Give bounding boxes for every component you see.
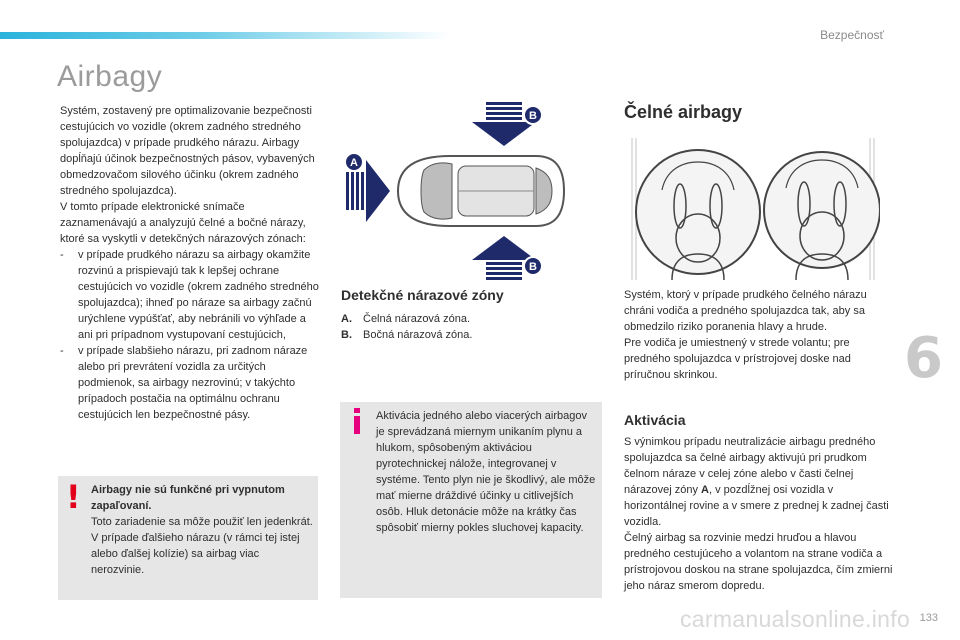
label-b-bottom: B	[529, 261, 537, 273]
impact-zones-diagram: B A B	[344, 102, 566, 280]
info-text: Aktivácia jedného alebo viacerých airbag…	[376, 410, 596, 534]
watermark: carmanualsonline.info	[680, 606, 911, 632]
label-b-top: B	[529, 110, 537, 122]
section-title: Bezpečnosť	[820, 28, 884, 42]
intro-text: Systém, zostavený pre optimalizovanie be…	[60, 103, 322, 423]
intro-bullets: - v prípade prudkého nárazu sa airbagy ok…	[60, 247, 322, 423]
label-a: A	[350, 157, 358, 169]
front-airbags-text: Systém, ktorý v prípade prudkého čelného…	[624, 287, 884, 383]
header-accent-bar	[0, 32, 450, 39]
activation-paragraph: S výnimkou prípadu neutralizácie airbagu…	[624, 434, 894, 530]
driver-airbag-icon	[635, 149, 761, 280]
zone-letter: A	[701, 484, 709, 496]
zone-text: Bočná nárazová zóna.	[363, 329, 473, 341]
zones-heading: Detekčné nárazové zóny	[341, 287, 504, 303]
intro-paragraph: Systém, zostavený pre optimalizovanie be…	[60, 105, 315, 197]
warning-box: ! Airbagy nie sú funkčné pri vypnutom za…	[58, 476, 318, 600]
top-arrow-b-icon	[472, 102, 536, 146]
page-title: Airbagy	[57, 60, 163, 93]
bullet-item: - v prípade slabšieho nárazu, pri zadnom …	[60, 343, 322, 423]
zone-key: B.	[341, 329, 352, 341]
badge-b-top	[523, 105, 543, 125]
badge-b-bottom	[523, 256, 543, 276]
info-box: Aktivácia jedného alebo viacerých airbag…	[340, 402, 602, 598]
info-icon	[354, 408, 360, 434]
zone-item: A. Čelná nárazová zóna.	[341, 311, 472, 327]
activation-text-before: S výnimkou prípadu neutralizácie airbagu…	[624, 436, 876, 496]
car-top-view	[396, 155, 566, 227]
zone-key: A.	[341, 313, 352, 325]
warning-text: Airbagy nie sú funkčné pri vypnutom zapa…	[91, 482, 313, 578]
activation-text-after: , v pozdĺžnej osi vozidla v horizontálne…	[624, 484, 889, 528]
front-paragraph: Pre vodiča je umiestnený v strede volant…	[624, 337, 851, 381]
front-arrow-a-icon	[346, 160, 390, 222]
activation-heading: Aktivácia	[624, 412, 686, 428]
bullet-text: v prípade slabšieho nárazu, pri zadnom n…	[78, 345, 308, 421]
warning-title: Airbagy nie sú funkčné pri vypnutom zapa…	[91, 484, 285, 512]
bullet-item: - v prípade prudkého nárazu sa airbagy ok…	[60, 247, 322, 343]
zones-list: A. Čelná nárazová zóna. B. Bočná nárazová …	[341, 311, 472, 343]
zone-item: B. Bočná nárazová zóna.	[341, 327, 472, 343]
activation-text: S výnimkou prípadu neutralizácie airbagu…	[624, 434, 894, 594]
bottom-arrow-b-icon	[472, 236, 536, 280]
exclamation-icon: !	[66, 478, 81, 516]
chapter-number: 6	[904, 326, 943, 391]
dash-marker: -	[60, 249, 64, 261]
activation-paragraph-2: Čelný airbag sa rozvinie medzi hruďou a …	[624, 532, 893, 592]
badge-a	[344, 152, 364, 172]
bullet-text: v prípade prudkého nárazu sa airbagy oka…	[78, 249, 319, 341]
passenger-airbag-icon	[763, 151, 880, 280]
warning-body: Toto zariadenie sa môže použiť len jeden…	[91, 516, 313, 576]
intro-paragraph: V tomto prípade elektronické snímače zaz…	[60, 201, 306, 245]
front-paragraph: Systém, ktorý v prípade prudkého čelného…	[624, 289, 867, 333]
dash-marker: -	[60, 345, 64, 357]
zone-text: Čelná nárazová zóna.	[363, 313, 471, 325]
page-number: 133	[919, 612, 938, 624]
front-airbags-heading: Čelné airbagy	[624, 102, 743, 122]
front-airbags-illustration	[626, 130, 880, 280]
